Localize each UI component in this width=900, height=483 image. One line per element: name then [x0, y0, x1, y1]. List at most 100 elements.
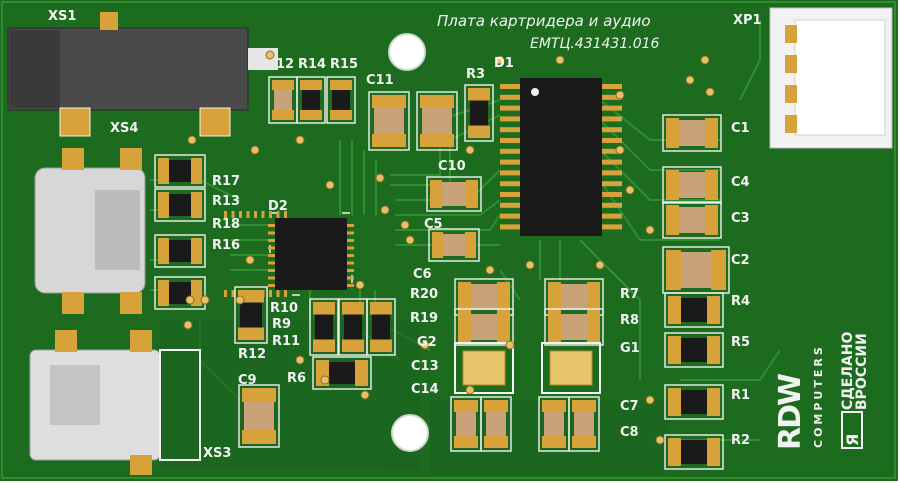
label-r3: R3 — [466, 67, 485, 82]
label-c1: C1 — [731, 121, 750, 136]
d1-pin — [500, 116, 520, 122]
label-xp1: XP1 — [733, 13, 762, 28]
d1-pin — [602, 94, 622, 100]
d2-pin — [268, 276, 275, 280]
via — [380, 205, 390, 215]
label-r11: R11 — [272, 334, 300, 349]
smd-resistor — [154, 234, 206, 268]
crystal-oscillator — [454, 342, 514, 394]
label-r19: R19 — [410, 311, 438, 326]
d2-pin — [231, 211, 235, 218]
d2-pin — [224, 211, 227, 218]
via — [400, 220, 410, 230]
label-r6: R6 — [287, 371, 306, 386]
d1-pin — [500, 94, 520, 100]
smd-resistor — [296, 76, 326, 124]
label-c13: C13 — [411, 359, 439, 374]
d2-pin — [239, 211, 242, 218]
smd-resistor — [664, 384, 724, 420]
d2-pin — [284, 211, 287, 218]
d2-pin — [269, 290, 272, 297]
smd-resistor — [338, 298, 368, 356]
via — [685, 75, 695, 85]
via — [200, 295, 210, 305]
mounting-hole-bottom — [391, 414, 429, 452]
label-r18: R18 — [212, 217, 240, 232]
via — [250, 145, 260, 155]
d2-pin — [347, 231, 354, 235]
label-r16: R16 — [212, 238, 240, 253]
via — [595, 260, 605, 270]
via — [700, 55, 710, 65]
label-d1: D1 — [494, 56, 514, 71]
d2-pin — [246, 211, 250, 218]
d2-pin — [347, 276, 354, 280]
d1-pin — [500, 181, 520, 187]
d2-pin — [261, 211, 265, 218]
label-g1: G1 — [620, 341, 640, 356]
smd-capacitor — [368, 91, 410, 151]
header-connector-xp1 — [769, 7, 893, 149]
smd-resistor — [664, 332, 724, 368]
d2-pin — [224, 290, 227, 297]
d2-pin — [347, 224, 354, 227]
smd-resistor — [366, 298, 396, 356]
smd-capacitor — [428, 228, 480, 262]
smd-resistor — [154, 188, 206, 222]
via — [325, 180, 335, 190]
label-c14: C14 — [411, 382, 439, 397]
d2-pin — [347, 246, 354, 250]
made-in-russia-box — [841, 411, 863, 449]
sd-connector-xs3 — [29, 330, 201, 475]
d1-pin — [602, 202, 622, 208]
label-r1: R1 — [731, 388, 750, 403]
d2-pin — [231, 290, 235, 297]
audio-jack-xs1 — [7, 12, 278, 137]
label-r12: R12 — [238, 347, 266, 362]
via — [355, 280, 365, 290]
smd-capacitor — [662, 246, 730, 294]
d1-pin — [500, 127, 520, 133]
label-xs4: XS4 — [110, 121, 138, 136]
smd-resistor — [326, 76, 356, 124]
label-r14: R14 — [298, 57, 326, 72]
label-r20: R20 — [410, 287, 438, 302]
d1-pin — [500, 159, 520, 165]
smd-capacitor — [544, 278, 604, 316]
via — [655, 435, 665, 445]
brand-rdw: RDW — [773, 373, 808, 450]
via — [465, 385, 475, 395]
board-decimal-number: ЕМТЦ.431431.016 — [530, 36, 660, 52]
smd-capacitor — [454, 278, 514, 316]
via — [245, 255, 255, 265]
label-c2: C2 — [731, 253, 750, 268]
d1-pin — [500, 138, 520, 143]
d2-pin — [268, 261, 275, 265]
smd-capacitor — [426, 176, 482, 212]
board-title: Плата картридера и аудио — [437, 12, 651, 30]
ic-d2 — [224, 211, 354, 297]
d1-pin — [602, 138, 622, 143]
via — [295, 135, 305, 145]
mounting-hole-top — [388, 33, 426, 71]
d2-pin — [276, 211, 280, 218]
smd-resistor — [154, 154, 206, 188]
via — [525, 260, 535, 270]
via — [360, 390, 370, 400]
d2-pin — [276, 290, 280, 297]
via — [465, 145, 475, 155]
via — [320, 375, 330, 385]
smd-capacitor — [454, 308, 514, 346]
smd-capacitor — [662, 201, 722, 239]
smd-resistor — [664, 434, 724, 470]
via — [645, 395, 655, 405]
via — [485, 265, 495, 275]
smd-resistor — [234, 286, 268, 344]
d2-pin — [347, 254, 354, 257]
label-c8: C8 — [620, 425, 639, 440]
label-xs3: XS3 — [203, 446, 231, 461]
via — [183, 320, 193, 330]
d2-pin — [254, 211, 257, 218]
label-r2: R2 — [731, 433, 750, 448]
